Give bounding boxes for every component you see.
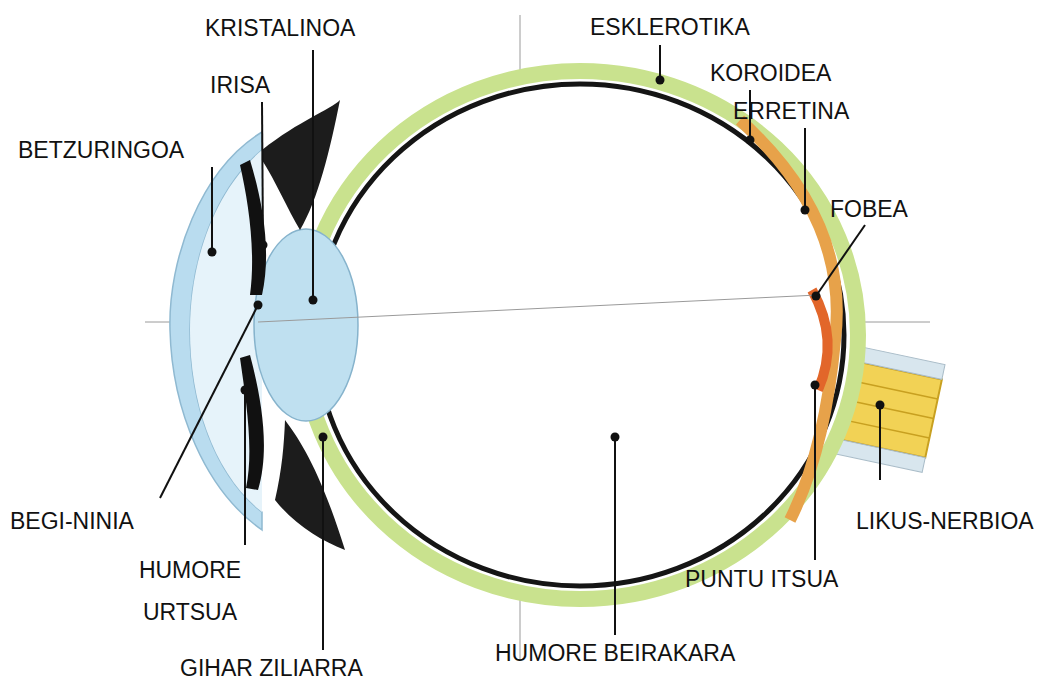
lens — [254, 229, 358, 421]
part-label: BETZURINGOA — [18, 137, 184, 163]
part-label: PUNTU ITSUA — [685, 566, 838, 592]
leader-lines — [160, 45, 880, 650]
ciliary-upper — [262, 100, 340, 230]
part-label: HUMORE BEIRAKARA — [495, 640, 735, 666]
part-label: BEGI-NINIA — [10, 508, 134, 534]
iris-lower — [240, 355, 264, 490]
part-label: HUMORE URTSUA — [115, 549, 265, 633]
part-label: LIKUS-NERBIOA — [856, 508, 1034, 534]
part-label: IRISA — [210, 72, 270, 98]
sclera — [302, 71, 858, 599]
part-label: ERRETINA — [733, 98, 849, 124]
ciliary-lower — [275, 420, 345, 550]
leader-dots — [208, 76, 885, 442]
part-label: KOROIDEA — [710, 60, 831, 86]
choroid — [316, 84, 844, 586]
part-label: KRISTALINOA — [205, 15, 355, 41]
part-label: ESKLEROTIKA — [590, 14, 750, 40]
part-label: GIHAR ZILIARRA — [180, 655, 363, 681]
fovea-region — [812, 290, 828, 390]
retina — [740, 120, 837, 520]
visual-axis — [258, 295, 818, 322]
part-label: FOBEA — [830, 196, 908, 222]
